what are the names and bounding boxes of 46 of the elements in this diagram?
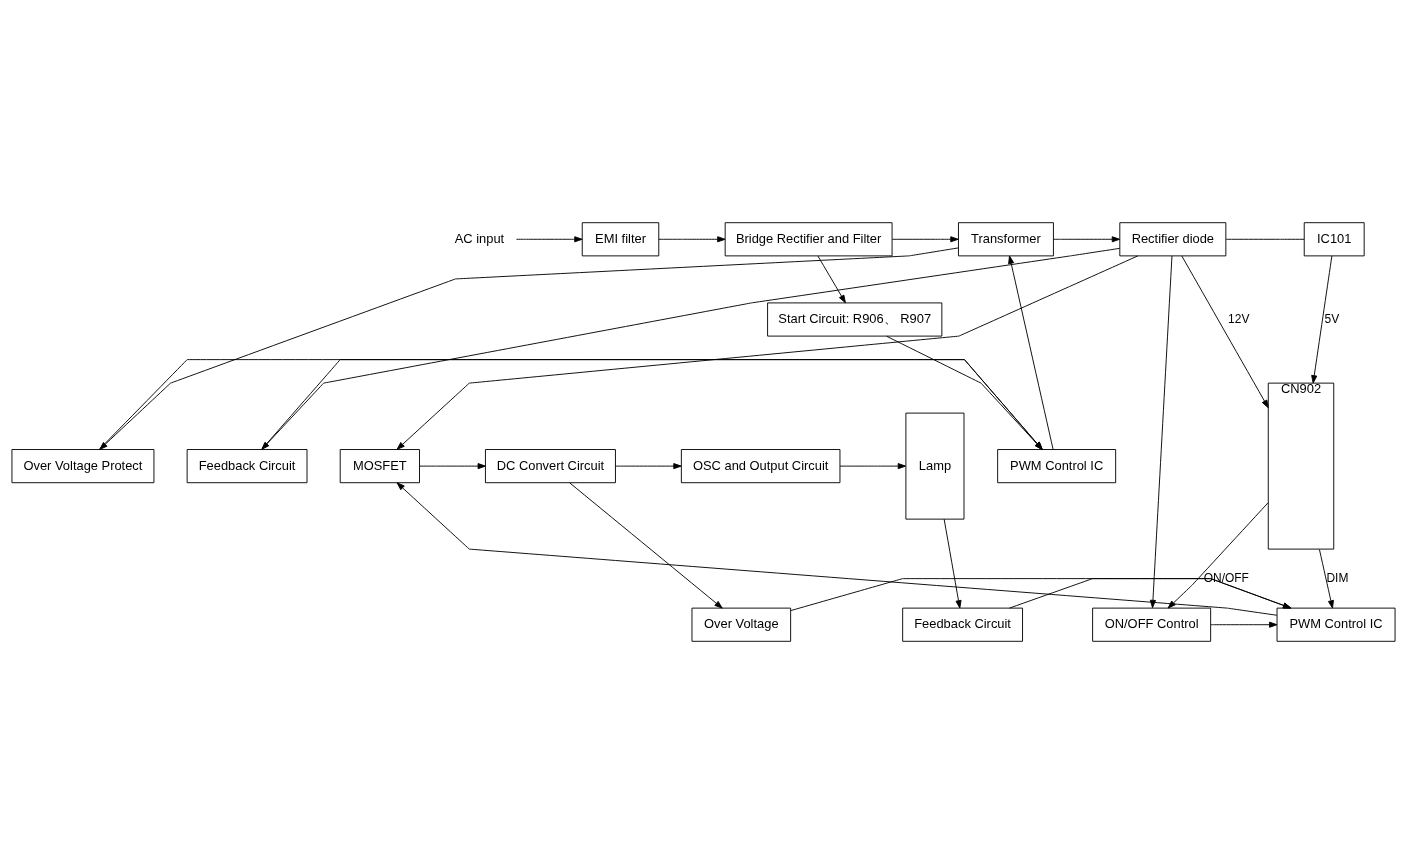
arrow — [1319, 549, 1334, 609]
arrow — [516, 236, 583, 243]
edge-label: ON/OFF — [1203, 570, 1249, 585]
arrow — [1009, 578, 1292, 609]
arrow — [396, 255, 1139, 450]
node-box: PWM Control IC — [997, 449, 1117, 484]
node-box: Feedback Circuit — [186, 449, 308, 484]
arrow — [1053, 236, 1121, 243]
arrow — [790, 578, 1292, 611]
arrow — [839, 463, 906, 470]
node-box: Rectifier diode — [1119, 222, 1227, 257]
node-box: PWM Control IC — [1276, 607, 1396, 642]
edge-label: 12V — [1228, 311, 1250, 326]
node-box: MOSFET — [339, 449, 420, 484]
node-text: AC input — [454, 230, 505, 246]
node-box: Transformer — [958, 222, 1054, 257]
node-box: OSC and Output Circuit — [680, 449, 841, 484]
arrow — [943, 518, 962, 609]
arrow — [1210, 621, 1278, 628]
arrow — [1167, 502, 1269, 609]
arrow — [396, 482, 1278, 616]
node-box: Lamp — [905, 412, 965, 520]
arrow — [1181, 255, 1269, 409]
node-box: Over Voltage Protect — [11, 449, 155, 484]
node-box: CN902 — [1267, 382, 1335, 550]
node-box: EMI filter — [581, 222, 660, 257]
connector — [1225, 238, 1305, 240]
node-box: IC101 — [1303, 222, 1365, 257]
arrow — [1008, 255, 1054, 450]
arrow — [891, 236, 959, 243]
arrow — [569, 482, 723, 609]
node-box: DC Convert Circuit — [484, 449, 616, 484]
arrow — [615, 463, 682, 470]
edge-label: 5V — [1324, 311, 1340, 326]
edge-label: DIM — [1326, 570, 1349, 585]
arrow — [1311, 255, 1333, 384]
arrow — [1149, 255, 1173, 609]
node-box: Bridge Rectifier and Filter — [724, 222, 893, 257]
arrow — [658, 236, 726, 243]
arrow — [419, 463, 486, 470]
arrow — [817, 255, 846, 304]
node-box: Start Circuit: R906、 R907 — [767, 302, 943, 337]
node-box: ON/OFF Control — [1092, 607, 1212, 642]
arrow — [886, 335, 1043, 450]
node-box: Feedback Circuit — [902, 607, 1023, 642]
node-box: Over Voltage — [691, 607, 792, 642]
